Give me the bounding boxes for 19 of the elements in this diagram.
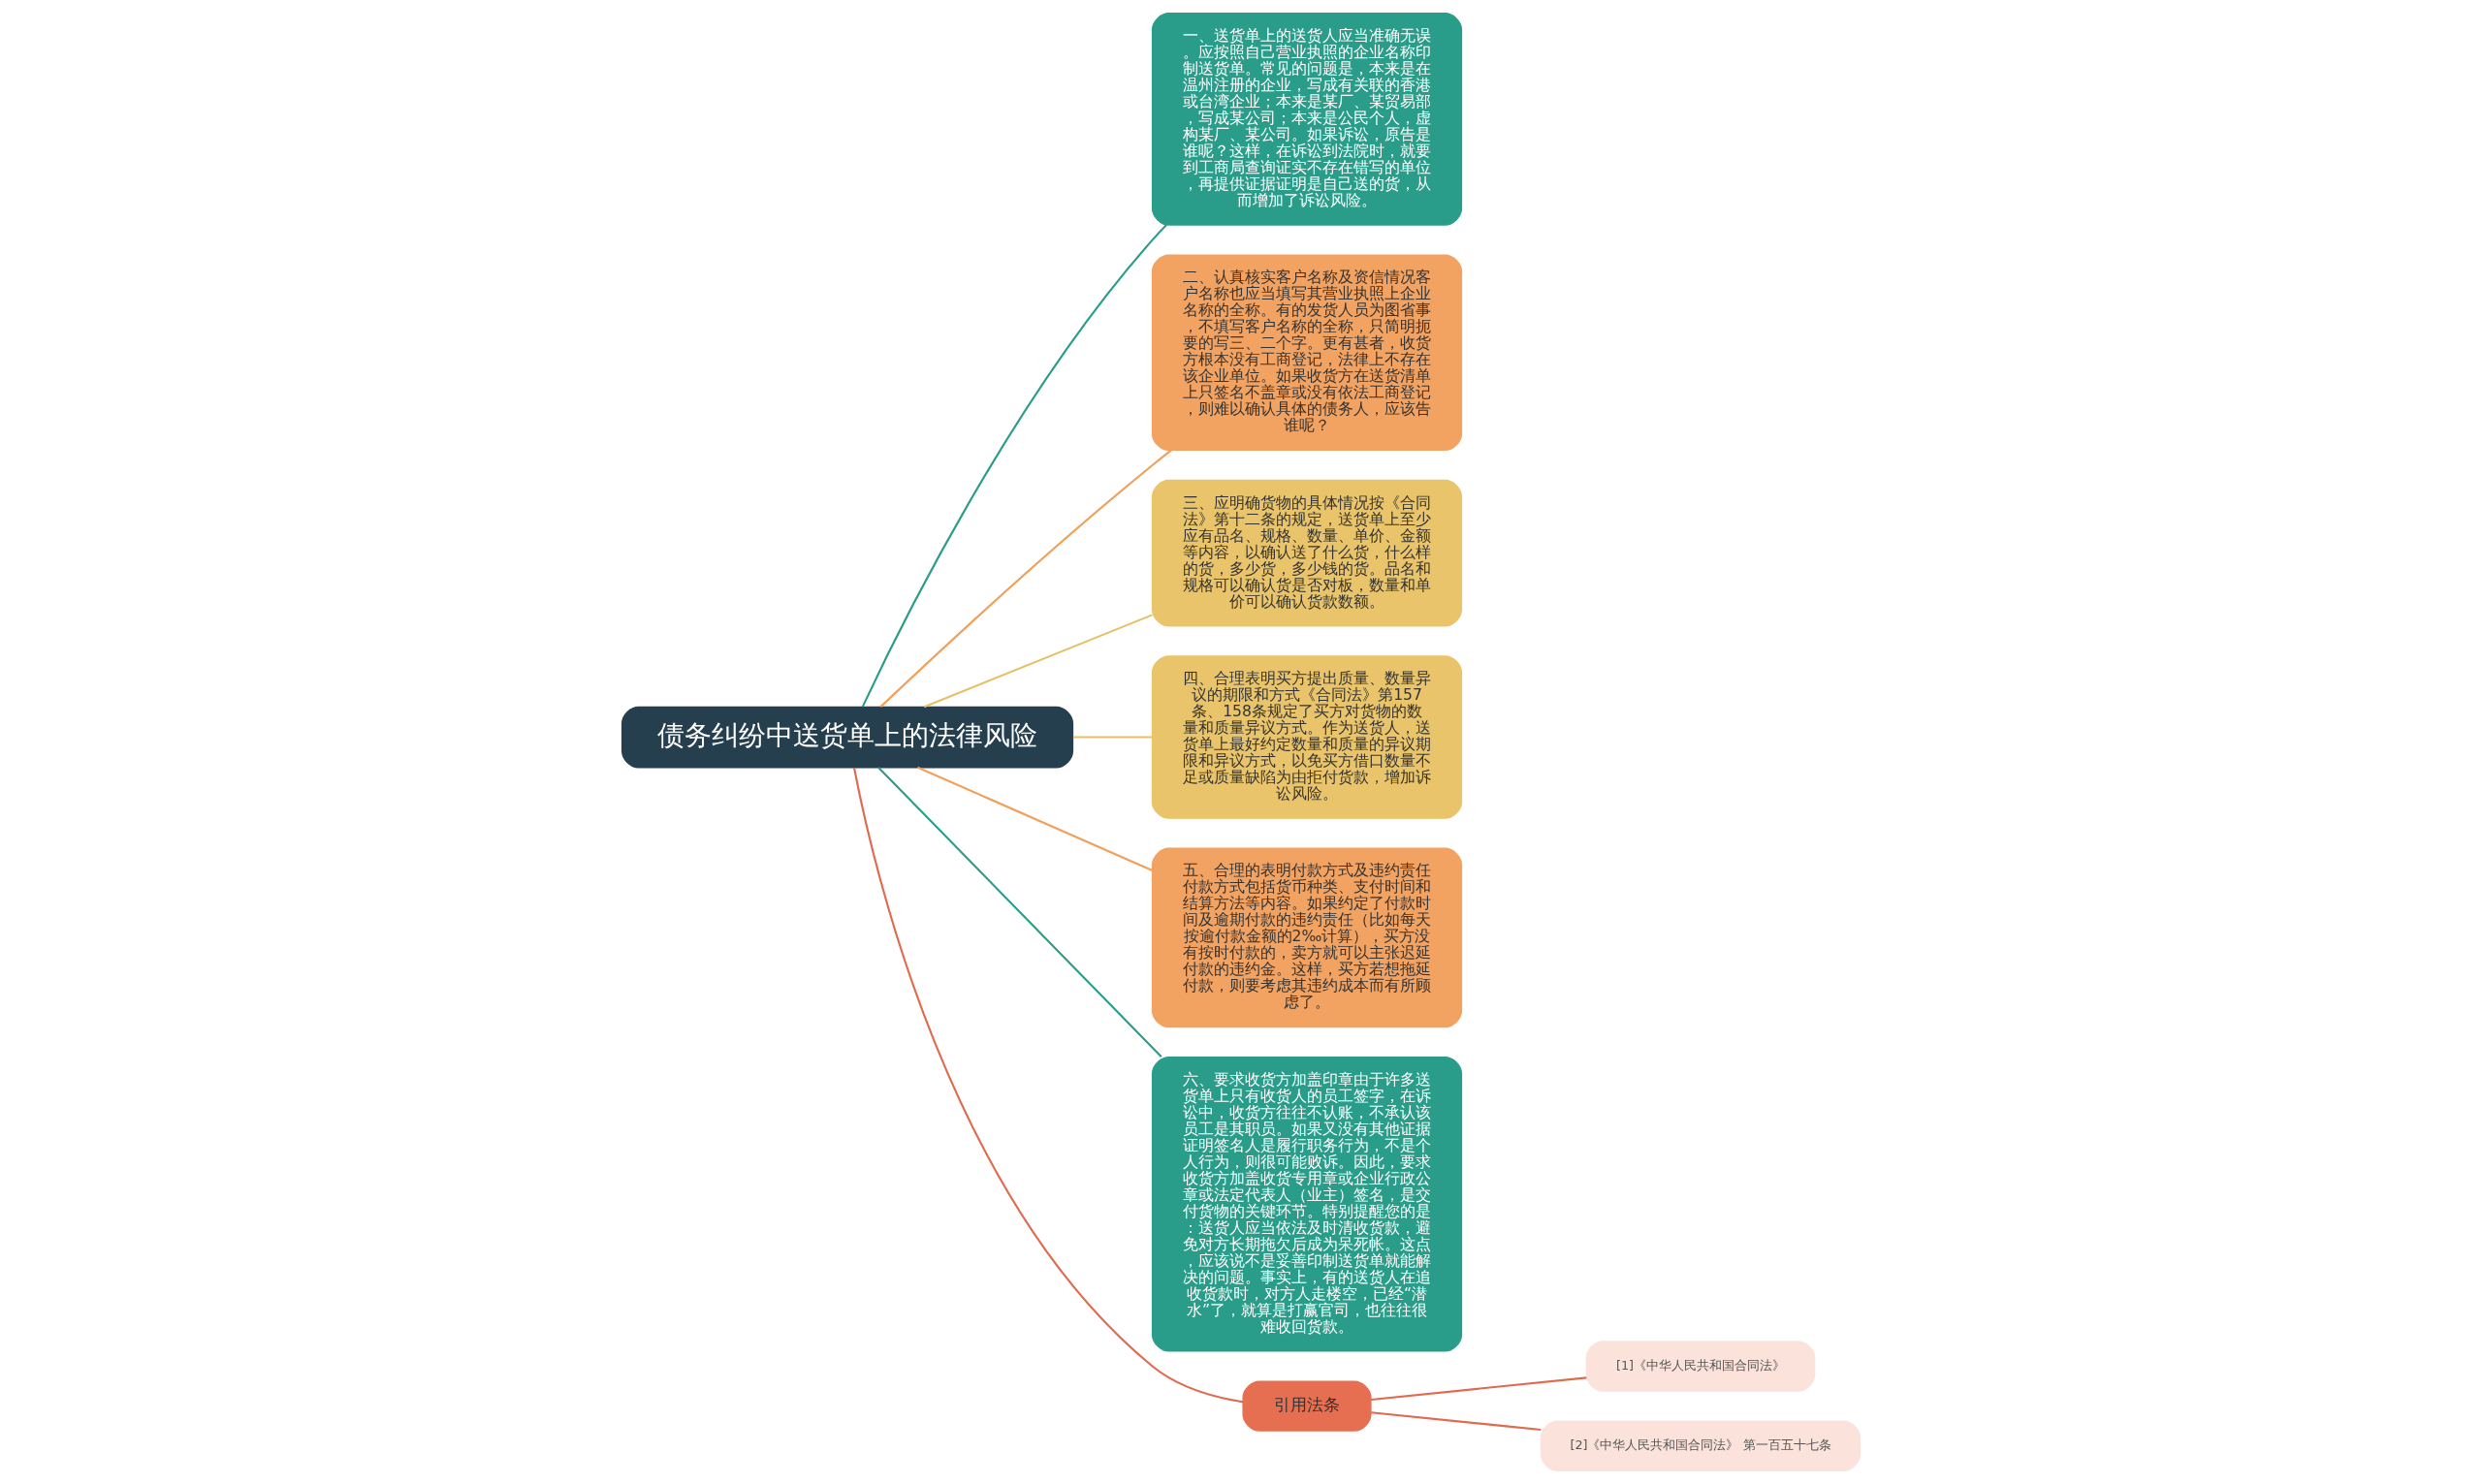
node-box: 五、合理的表明付款方式及违约责任付款方式包括货币种类、支付时间和结算方法等内容。如果约定了付款时间及逾期付款的违约责任（比如每天按逾付款金额的2‰计算），买方没有按时付款的，卖方就可以主张迟延付款的违约金。这样，买方若想拖延付款，则要考虑其违约成本而有所顾虑了。 — [1151, 847, 1463, 1028]
node-box: 二、认真核实客户名称及资信情况客户名称也应当填写其营业执照上企业名称的全称。有的发货人员为图省事，不填写客户名称的全称，只简明扼要的写三、二个字。更有甚者，收货方根本没有工商登记，法律上不存在该企业单位。如果收货方在送货清单上只签名不盖章或没有依法工商登记，则难以确认具体的债务人，应该告谁呢？ — [1151, 254, 1463, 452]
node-box: 引用法条 — [1242, 1380, 1372, 1432]
node-box: [2]《中华人民共和国合同法》 第一百五十七条 — [1540, 1420, 1862, 1471]
connector — [1371, 1376, 1587, 1402]
connector — [877, 767, 1162, 1058]
node-box: 四、合理表明买方提出质量、数量异议的期限和方式《合同法》第157条、158条规定了买方对货物的数量和质量异议方式。作为送货人，送货单上最好约定数量和质量的异议期限和异议方式，以免买方借口数量不足或质量缺陷为由拒付货款，增加诉讼风险。 — [1151, 655, 1463, 819]
node-box: 债务纠纷中送货单上的法律风险 — [620, 706, 1074, 769]
connector — [923, 614, 1153, 709]
node-box: 六、要求收货方加盖印章由于许多送货单上只有收货人的员工签字，在诉讼中，收货方往往不认账，不承认该员工是其职员。如果又没有其他证据证明签名人是履行职务行为，不是个人行为，则很可能败诉。因此，要求收货方加盖收货专用章或企业行政公章或法定代表人（业主）签名，是交付货物的关键环节。特别提醒您的是：送货人应当依法及时清收货款，避免对方长期拖欠后成为呆死帐。这点，应该说不是妥善印制送货单就能解决的问题。事实上，有的送货人在追收货款时，对方人走楼空，已经“潜水”了，就算是打赢官司，也往往很难收回货款。 — [1151, 1057, 1463, 1352]
connector — [861, 224, 1167, 708]
connector — [879, 449, 1172, 708]
connector — [1072, 736, 1152, 739]
connector — [1371, 1411, 1542, 1432]
node-box: 三、应明确货物的具体情况按《合同法》第十二条的规定，送货单上至少应有品名、规格、数量、单价、金额等内容，以确认送了什么货，什么样的货，多少货，多少钱的货。品名和规格可以确认货是否对板，数量和单价可以确认货款数额。 — [1151, 479, 1463, 627]
node-box: [1]《中华人民共和国合同法》 — [1585, 1341, 1816, 1392]
connector — [917, 766, 1153, 871]
connector — [852, 767, 1244, 1404]
node-box: 一、送货单上的送货人应当准确无误。应按照自己营业执照的企业名称印制送货单。常见的问题是，本来是在温州注册的企业，写成有关联的香港或台湾企业；本来是某厂、某贸易部，写成某公司；本来是公民个人，虚构某厂、某公司。如果诉讼，原告是谁呢？这样，在诉讼到法院时，就要到工商局查询证实不存在错写的单位，再提供证据证明是自己送的货，从而增加了诉讼风险。 — [1151, 13, 1463, 226]
